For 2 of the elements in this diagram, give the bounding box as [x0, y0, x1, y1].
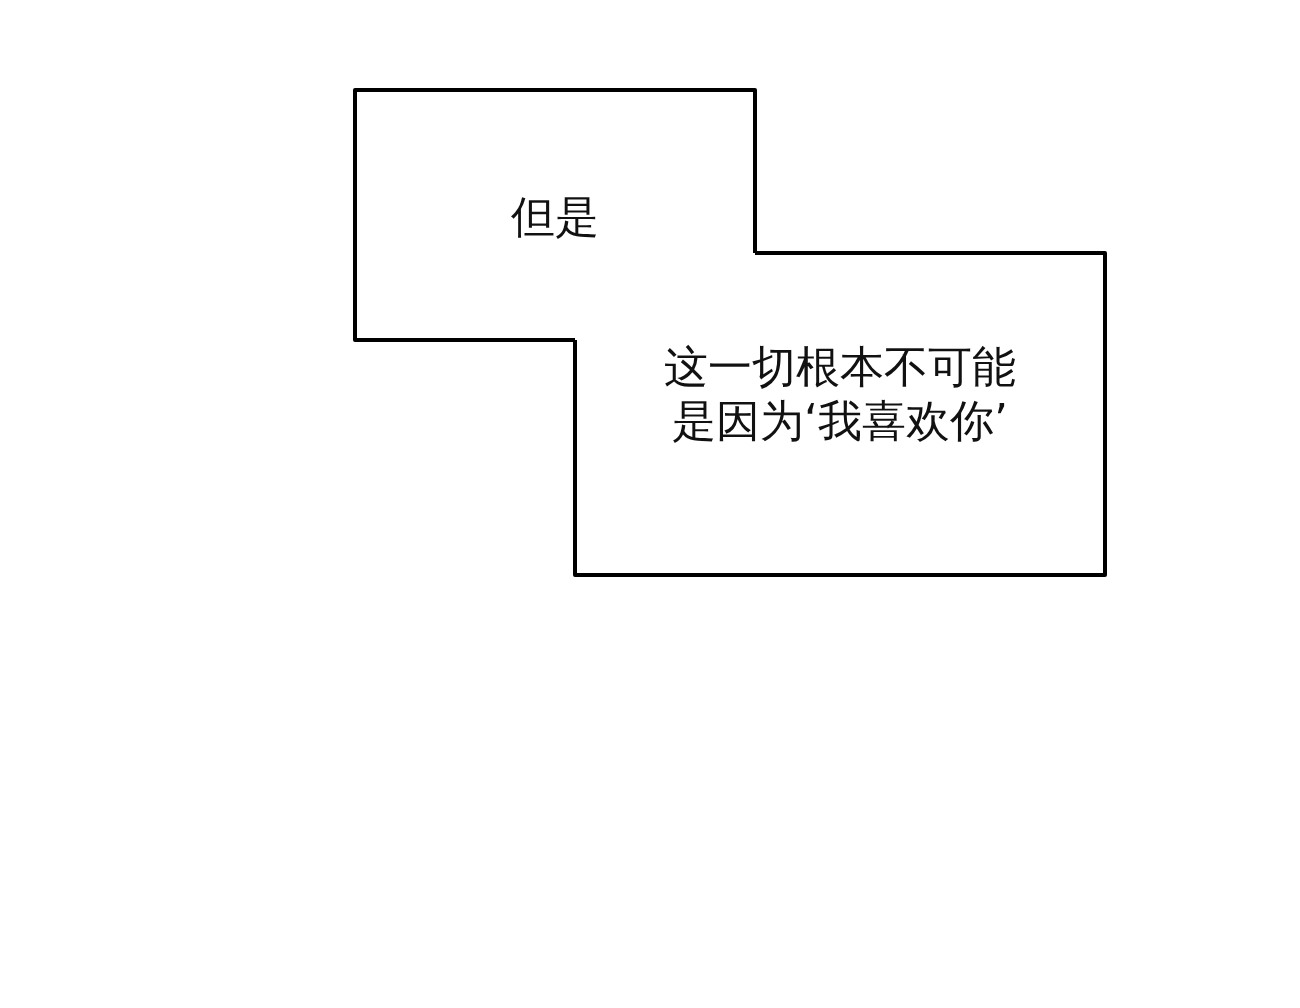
caption-text: 这一切根本不可能是因为‘我喜欢你’ — [663, 340, 1017, 448]
caption-text: 但是 — [510, 190, 600, 244]
